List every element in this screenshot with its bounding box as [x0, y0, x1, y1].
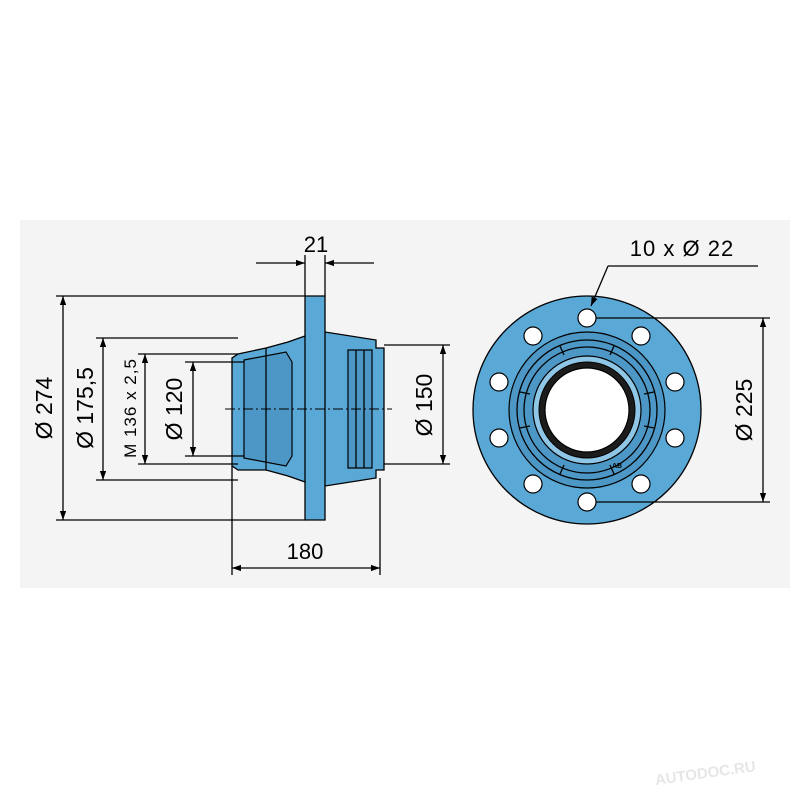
bolt-hole: [631, 326, 651, 346]
bolt-hole: [489, 428, 509, 448]
bolt-holes: [489, 308, 685, 512]
dim-label-thread: M 136 x 2,5: [121, 358, 140, 458]
bolt-hole: [523, 474, 543, 494]
dim-label-bolt-circle: Ø 225: [731, 379, 757, 442]
dim-label-hole-pattern: 10 x Ø 22: [630, 236, 734, 261]
dim-label-outer-diameter: Ø 274: [31, 376, 57, 439]
bolt-hole: [489, 372, 509, 392]
dim-label-bore-diameter: Ø 120: [161, 378, 187, 441]
dim-label-seat-diameter: Ø 150: [411, 374, 437, 437]
bolt-hole: [665, 428, 685, 448]
side-view: 21 Ø 274 Ø 175,5 M 136 x 2,5 Ø 120 Ø 150…: [31, 232, 450, 575]
front-view: AB 10 x Ø 22 Ø 225: [472, 236, 770, 525]
bolt-hole: [665, 372, 685, 392]
hole-pattern-leader: [590, 265, 609, 307]
dim-label-flange-thickness: 21: [304, 232, 328, 257]
dim-label-pilot-diameter: Ø 175,5: [72, 367, 98, 449]
bolt-hole: [631, 474, 651, 494]
watermark: AUTODOC.RU: [654, 758, 757, 789]
bolt-hole: [577, 308, 597, 328]
bolt-hole: [523, 326, 543, 346]
dim-label-overall-length: 180: [287, 539, 324, 564]
bore-opening: [544, 367, 630, 453]
brand-logo: AB: [612, 463, 622, 470]
bolt-hole: [577, 492, 597, 512]
